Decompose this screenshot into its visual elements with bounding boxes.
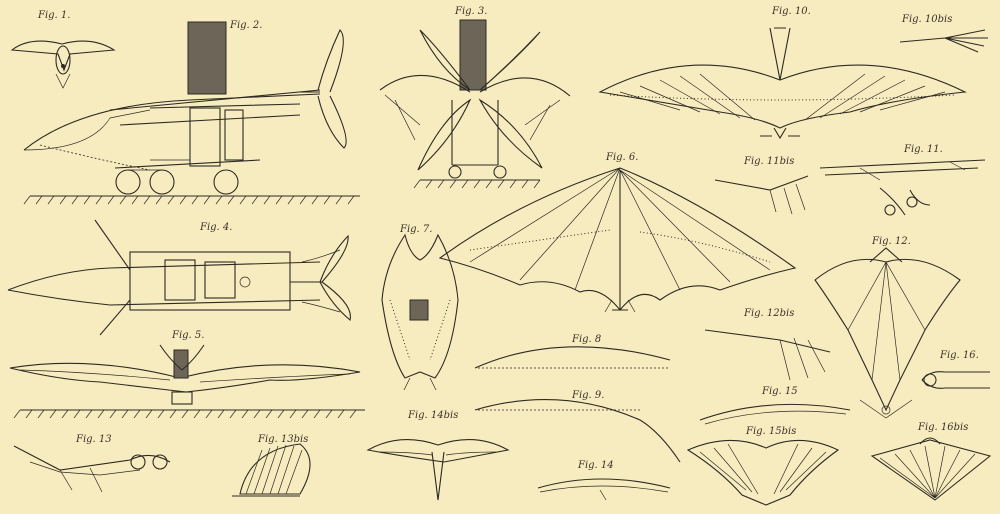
fig-11-label: Fig. 11. <box>903 144 943 155</box>
fig-13bis-label: Fig. 13bis <box>257 434 308 445</box>
figure-12bis: Fig. 12bis <box>704 308 831 381</box>
figure-13bis: Fig. 13bis <box>232 434 311 497</box>
figure-16: Fig. 16. <box>921 350 990 389</box>
figure-13: Fig. 13 <box>13 434 171 493</box>
fig-14-label: Fig. 14 <box>577 460 614 471</box>
fig-1-label: Fig. 1. <box>37 10 70 21</box>
figure-10bis: Fig. 10bis <box>899 14 988 53</box>
figure-10: Fig. 10. <box>598 6 967 140</box>
fig-16bis-label: Fig. 16bis <box>917 422 968 433</box>
fig-15-label: Fig. 15 <box>761 386 798 397</box>
fig-13-label: Fig. 13 <box>75 434 112 445</box>
figure-14: Fig. 14 <box>537 460 671 501</box>
figure-14bis: Fig. 14bis <box>366 410 510 501</box>
figure-11: Fig. 11. <box>819 144 986 216</box>
figure-16bis: Fig. 16bis <box>870 422 992 501</box>
fig-10bis-label: Fig. 10bis <box>901 14 952 25</box>
figure-3: Fig. 3. <box>379 6 571 189</box>
fig-15bis-label: Fig. 15bis <box>745 426 796 437</box>
figure-15: Fig. 15 <box>699 386 851 425</box>
fig-12bis-label: Fig. 12bis <box>743 308 794 319</box>
fig-10-label: Fig. 10. <box>771 6 811 17</box>
figure-15bis: Fig. 15bis <box>686 426 840 506</box>
figure-4: Fig. 4. <box>7 219 351 336</box>
fig-12-label: Fig. 12. <box>871 236 911 247</box>
fig-5-label: Fig. 5. <box>171 330 204 341</box>
boiler-fig7 <box>409 299 429 321</box>
figure-11bis: Fig. 11bis <box>714 156 809 215</box>
fig-9-label: Fig. 9. <box>571 390 604 401</box>
figure-12: Fig. 12. <box>814 236 961 419</box>
figure-8: Fig. 8 <box>474 334 671 369</box>
fig-8-label: Fig. 8 <box>571 334 601 345</box>
fig-2-label: Fig. 2. <box>229 20 262 31</box>
fig-16-label: Fig. 16. <box>939 350 979 361</box>
figure-6: Fig. 6. <box>438 152 797 313</box>
fig-7-label: Fig. 7. <box>399 224 432 235</box>
figure-2: Fig. 2. <box>23 20 347 195</box>
fig-14bis-label: Fig. 14bis <box>407 410 458 421</box>
figure-5: Fig. 5. <box>9 330 365 419</box>
fig-4-label: Fig. 4. <box>199 222 232 233</box>
ground-line-left <box>23 195 360 205</box>
figure-7: Fig. 7. <box>381 224 459 391</box>
fig-3-label: Fig. 3. <box>454 6 487 17</box>
fig-6-label: Fig. 6. <box>605 152 638 163</box>
boiler-fig2 <box>187 21 227 95</box>
figure-9: Fig. 9. <box>474 390 681 463</box>
figure-1: Fig. 1. <box>10 10 116 89</box>
boiler-fig3 <box>459 19 487 91</box>
fig-11bis-label: Fig. 11bis <box>743 156 794 167</box>
